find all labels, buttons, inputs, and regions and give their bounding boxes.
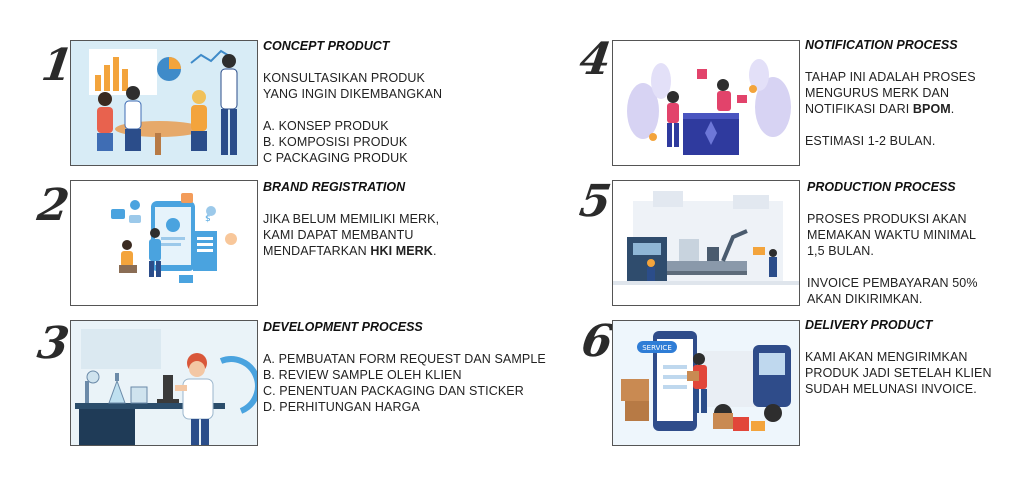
step-1-item-b: B. KOMPOSISI PRODUK [263,135,408,149]
step-6-intro-line-2: PRODUK JADI SETELAH KLIEN [805,366,992,380]
step-4-number: 4 [576,34,615,85]
step-5-title: PRODUCTION PROCESS [807,180,956,194]
step-5-item-line-2: AKAN DIKIRIMKAN. [807,292,923,306]
step-4-intro-bold: BPOM [912,102,951,116]
step-6-title: DELIVERY PRODUCT [805,318,933,332]
step-3-item-c: C. PENENTUAN PACKAGING DAN STICKER [263,384,524,398]
step-2-intro-line-1: JIKA BELUM MEMILIKI MERK, [263,212,440,226]
step-4-intro-line-3: NOTIFIKASI DARI BPOM. [805,101,976,117]
step-3-image [70,320,258,446]
step-6-image: SERVICE [612,320,800,446]
step-1-body: KONSULTASIKAN PRODUK YANG INGIN DIKEMBAN… [263,70,442,166]
step-1-image [70,40,258,166]
step-5-body: PROSES PRODUKSI AKAN MEMAKAN WAKTU MINIM… [807,211,978,307]
step-3-number: 3 [34,318,73,369]
step-5-intro-line-1: PROSES PRODUKSI AKAN [807,212,967,226]
step-6-body: KAMI AKAN MENGIRIMKAN PRODUK JADI SETELA… [805,349,992,397]
step-5-item-line-1: INVOICE PEMBAYARAN 50% [807,276,978,290]
step-3-title: DEVELOPMENT PROCESS [263,320,423,334]
laboratory-scientist-illustration-icon [71,321,257,445]
step-1-intro-line-1: KONSULTASIKAN PRODUK [263,71,425,85]
step-2-title: BRAND REGISTRATION [263,180,406,194]
step-5-intro-line-2: MEMAKAN WAKTU MINIMAL [807,228,977,242]
step-2-number: 2 [34,180,73,231]
brand-registration-illustration-icon: $ [71,181,257,305]
step-4-body: TAHAP INI ADALAH PROSES MENGURUS MERK DA… [805,69,976,149]
step-4-title: NOTIFICATION PROCESS [805,38,958,52]
step-3-item-a: A. PEMBUATAN FORM REQUEST DAN SAMPLE [263,352,546,366]
step-6-intro-line-3: SUDAH MELUNASI INVOICE. [805,382,977,396]
step-4-intro-line-2: MENGURUS MERK DAN [805,86,950,100]
step-4-intro-line-1: TAHAP INI ADALAH PROSES [805,70,976,84]
factory-production-illustration-icon [613,181,799,305]
step-1-title: CONCEPT PRODUCT [263,39,390,53]
step-4-intro-prefix: NOTIFIKASI DARI [805,102,913,116]
step-2-image: $ [70,180,258,306]
step-2-intro-line-3: MENDAFTARKAN HKI MERK. [263,243,439,259]
step-3-body: A. PEMBUATAN FORM REQUEST DAN SAMPLE B. … [263,351,546,415]
step-5-intro-line-3: 1,5 BULAN. [807,244,875,258]
step-5-image [612,180,800,306]
step-3-item-d: D. PERHITUNGAN HARGA [263,400,420,414]
step-1-item-a: A. KONSEP PRODUK [263,119,389,133]
step-6-intro-line-1: KAMI AKAN MENGIRIMKAN [805,350,968,364]
step-5-number: 5 [576,176,615,227]
delivery-truck-illustration-icon: SERVICE [613,321,799,445]
step-2-intro-line-2: KAMI DAPAT MEMBANTU [263,228,414,242]
step-4-intro-suffix: . [950,102,955,116]
step-2-intro-bold: HKI MERK [370,244,433,258]
step-6-number: 6 [578,316,617,367]
step-1-intro-line-2: YANG INGIN DIKEMBANGKAN [263,87,443,101]
team-meeting-illustration-icon [71,41,257,165]
step-2-intro-prefix: MENDAFTARKAN [263,244,371,258]
step-2-intro-suffix: . [432,244,437,258]
svg-text:$: $ [205,214,211,224]
step-1-item-c: C PACKAGING PRODUK [263,151,408,165]
notification-illustration-icon [613,41,799,165]
step-4-note: ESTIMASI 1-2 BULAN. [805,134,936,148]
service-badge-text: SERVICE [642,344,672,352]
step-2-body: JIKA BELUM MEMILIKI MERK, KAMI DAPAT MEM… [263,211,439,259]
step-3-item-b: B. REVIEW SAMPLE OLEH KLIEN [263,368,462,382]
step-4-image [612,40,800,166]
